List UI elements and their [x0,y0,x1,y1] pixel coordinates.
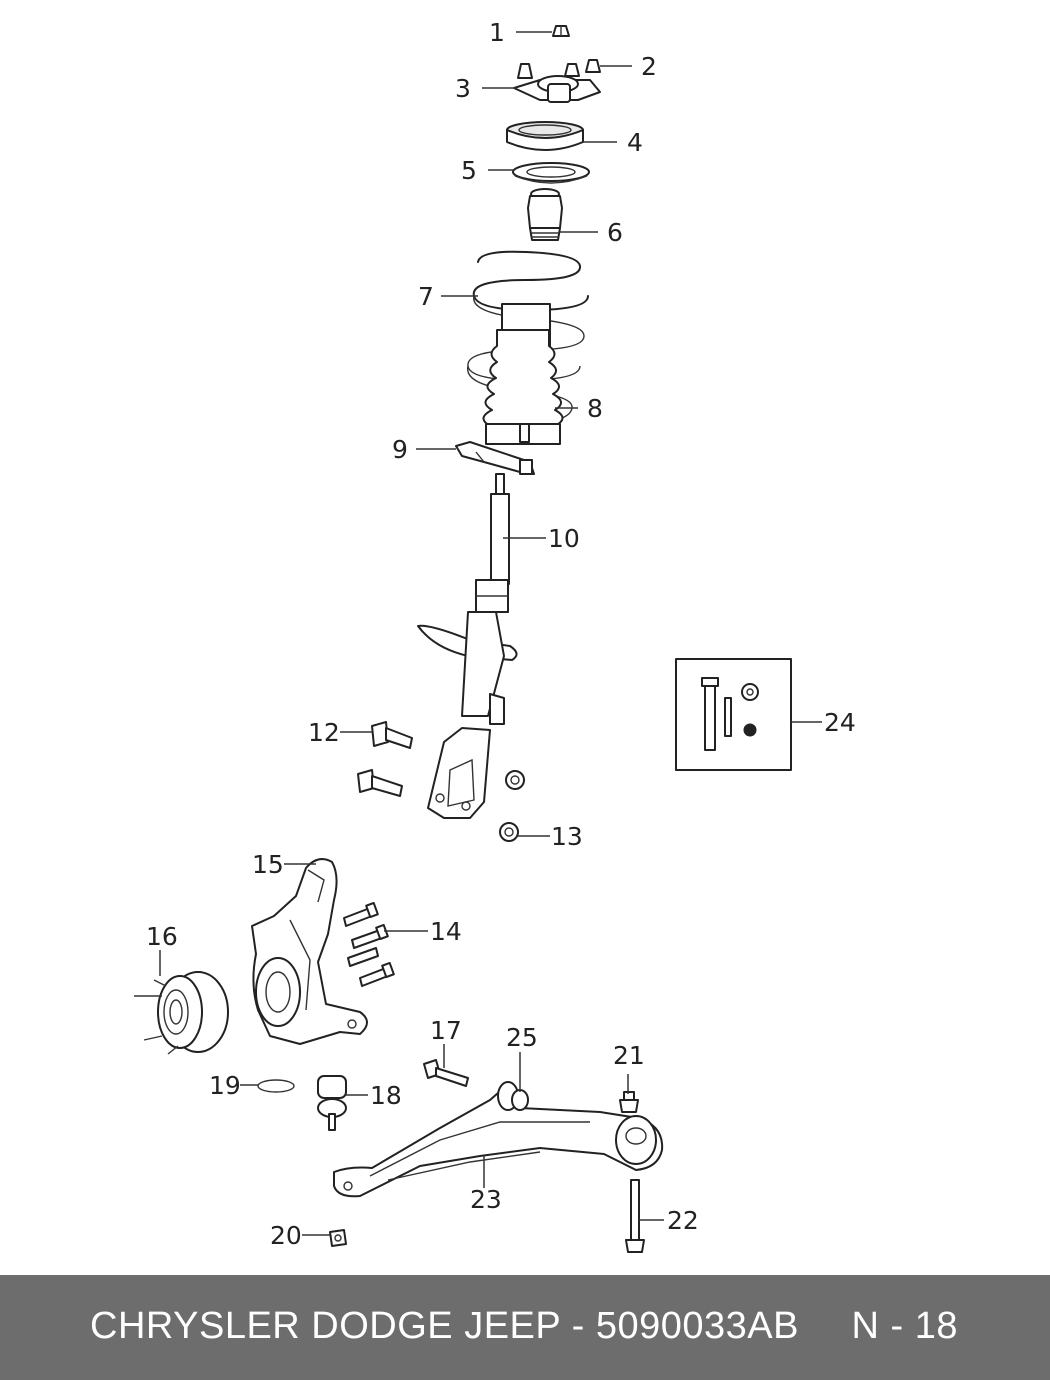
part-16-hub-bearing [134,971,229,1055]
part-8-dust-boot [482,329,564,445]
callout-19: 19 [209,1071,241,1100]
part-12-strut-bolts [357,721,413,797]
callout-8: 8 [587,394,603,423]
page-number-text: N - 18 [851,1305,958,1347]
callout-20: 20 [270,1221,302,1250]
callout-3: 3 [455,74,471,103]
callout-4: 4 [627,128,643,157]
part-23-lower-control-arm [333,1081,664,1198]
part-number-text: CHRYSLER DODGE JEEP - 5090033AB [90,1305,799,1347]
part-3-upper-mount [513,59,601,103]
callout-10: 10 [548,524,580,553]
callout-5: 5 [461,156,477,185]
exploded-suspension-diagram: 1 2 3 4 5 6 [134,18,856,1253]
part-6-jounce-bumper [527,188,563,241]
callout-12: 12 [308,718,340,747]
part-17-arm-bolt [423,1059,469,1087]
callout-14: 14 [430,917,462,946]
callout-21: 21 [613,1041,645,1070]
callout-7: 7 [418,282,434,311]
callout-23: 23 [470,1185,502,1214]
part-14-knuckle-bolts [343,901,395,987]
callout-24: 24 [824,708,856,737]
callout-2: 2 [641,52,657,81]
part-18-ball-joint [317,1075,347,1131]
part-15-knuckle [251,858,368,1045]
part-19-o-ring [257,1079,295,1093]
part-1-nut [552,25,570,37]
part-22-long-bolt [625,1179,645,1253]
part-9-lower-isolator [455,441,535,475]
callout-25: 25 [506,1023,538,1052]
part-24-hardware-kit [675,658,792,771]
callout-17: 17 [430,1016,462,1045]
callout-9: 9 [392,435,408,464]
callout-22: 22 [667,1206,699,1235]
callout-6: 6 [607,218,623,247]
footer-bar: CHRYSLER DODGE JEEP - 5090033AB N - 18 [0,1275,1050,1380]
part-5-isolator [512,162,590,184]
callout-16: 16 [146,922,178,951]
callout-15: 15 [252,850,284,879]
part-13-flange-nuts [499,770,525,842]
callout-13: 13 [551,822,583,851]
callout-18: 18 [370,1081,402,1110]
part-4-bearing [506,121,584,151]
part-20-nut [329,1229,347,1247]
callout-1: 1 [489,18,505,47]
part-21-nut [619,1091,639,1113]
part-10-strut [417,473,518,819]
